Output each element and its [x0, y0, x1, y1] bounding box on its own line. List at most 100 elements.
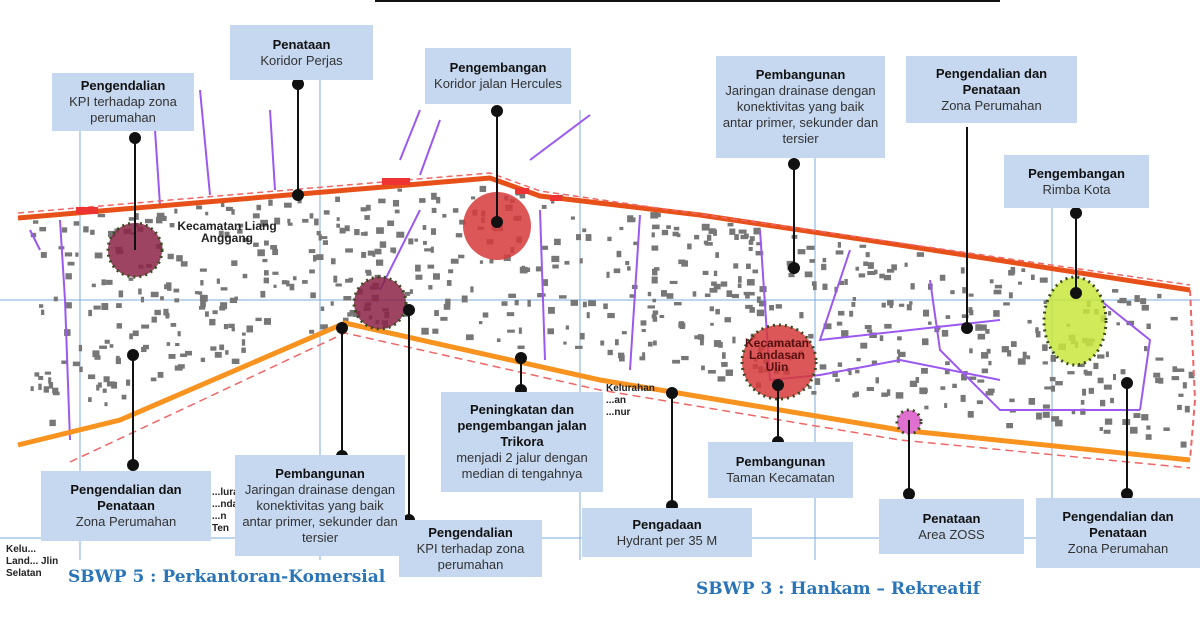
building-mark: [822, 257, 827, 263]
building-mark: [797, 249, 806, 255]
building-mark: [219, 344, 225, 351]
building-mark: [837, 310, 845, 316]
building-mark: [1188, 371, 1195, 379]
callout-title: Pembangunan: [735, 454, 826, 469]
building-mark: [647, 291, 652, 297]
building-mark: [361, 251, 367, 258]
building-mark: [205, 311, 209, 317]
building-mark: [242, 237, 250, 243]
building-mark: [1043, 300, 1049, 305]
building-mark: [452, 208, 459, 213]
building-mark: [1036, 412, 1042, 420]
building-mark: [180, 261, 188, 267]
building-mark: [651, 232, 655, 238]
building-mark: [397, 188, 403, 192]
building-mark: [715, 308, 720, 315]
building-mark: [851, 301, 856, 307]
callout-title: Pengendalian dan Penataan: [935, 65, 1048, 97]
building-mark: [822, 283, 828, 290]
building-mark: [1067, 371, 1075, 375]
building-mark: [988, 360, 992, 366]
building-mark: [678, 322, 686, 328]
building-mark: [967, 411, 974, 418]
building-mark: [519, 191, 526, 199]
building-mark: [174, 208, 178, 214]
building-mark: [507, 329, 515, 333]
building-mark: [52, 391, 60, 396]
building-mark: [330, 301, 334, 306]
building-mark: [756, 242, 763, 246]
building-mark: [866, 386, 874, 391]
building-mark: [916, 252, 925, 257]
building-mark: [551, 255, 560, 263]
building-mark: [718, 341, 723, 348]
building-mark: [162, 215, 167, 221]
building-mark: [819, 364, 827, 370]
building-mark: [1157, 293, 1162, 299]
building-mark: [755, 250, 764, 256]
building-mark: [673, 301, 682, 306]
building-mark: [200, 280, 204, 286]
building-mark: [1100, 399, 1106, 407]
building-mark: [640, 320, 647, 326]
building-mark: [660, 290, 668, 297]
building-mark: [979, 324, 987, 331]
building-mark: [863, 261, 869, 267]
building-mark: [541, 245, 549, 250]
building-mark: [219, 306, 226, 311]
building-mark: [316, 254, 324, 261]
building-mark: [150, 291, 159, 298]
building-mark: [506, 312, 515, 317]
building-mark: [565, 325, 569, 330]
building-mark: [224, 231, 230, 238]
building-mark: [465, 334, 474, 341]
building-mark: [1120, 369, 1126, 375]
building-mark: [713, 270, 718, 277]
building-mark: [786, 260, 794, 266]
building-mark: [169, 222, 175, 228]
label-kelurahan-tengah: ...lurah ...ndas ...n Ten: [212, 487, 240, 534]
building-mark: [1141, 414, 1149, 421]
building-mark: [170, 322, 177, 327]
building-mark: [49, 419, 56, 427]
building-mark: [921, 367, 928, 374]
building-mark: [378, 198, 386, 204]
building-mark: [309, 213, 314, 219]
building-mark: [726, 290, 733, 297]
building-mark: [1116, 322, 1120, 326]
building-mark: [968, 293, 974, 297]
building-mark: [1103, 384, 1112, 390]
building-mark: [652, 316, 658, 322]
building-mark: [606, 271, 610, 278]
building-mark: [869, 332, 877, 339]
callout-body: Rimba Kota: [1042, 181, 1111, 197]
building-mark: [856, 357, 861, 362]
callout-title: Penataan: [922, 510, 981, 526]
building-mark: [223, 323, 228, 330]
building-mark: [968, 376, 977, 380]
callout-title: Peningkatan dan pengembangan jalan Triko…: [457, 402, 587, 449]
building-mark: [430, 246, 434, 253]
building-mark: [706, 234, 712, 241]
building-mark: [749, 236, 755, 241]
building-mark: [91, 283, 96, 288]
building-mark: [194, 291, 200, 295]
building-mark: [1180, 441, 1187, 448]
building-mark: [737, 283, 742, 288]
label-kelurahan-timur: Kelurahan ...an ...nur: [606, 383, 655, 418]
building-mark: [184, 350, 192, 356]
building-mark: [197, 291, 203, 295]
building-mark: [64, 329, 71, 336]
building-mark: [976, 400, 983, 405]
building-mark: [994, 284, 1003, 289]
building-mark: [333, 275, 338, 283]
building-mark: [993, 310, 1000, 317]
building-mark: [725, 369, 733, 376]
building-mark: [30, 386, 34, 392]
building-mark: [527, 299, 531, 307]
sbwp3-label: SBWP 3 : Hankam – Rekreatif: [696, 579, 981, 599]
building-mark: [517, 345, 525, 350]
building-mark: [731, 293, 739, 299]
building-mark: [1010, 341, 1017, 347]
building-mark: [552, 264, 559, 269]
